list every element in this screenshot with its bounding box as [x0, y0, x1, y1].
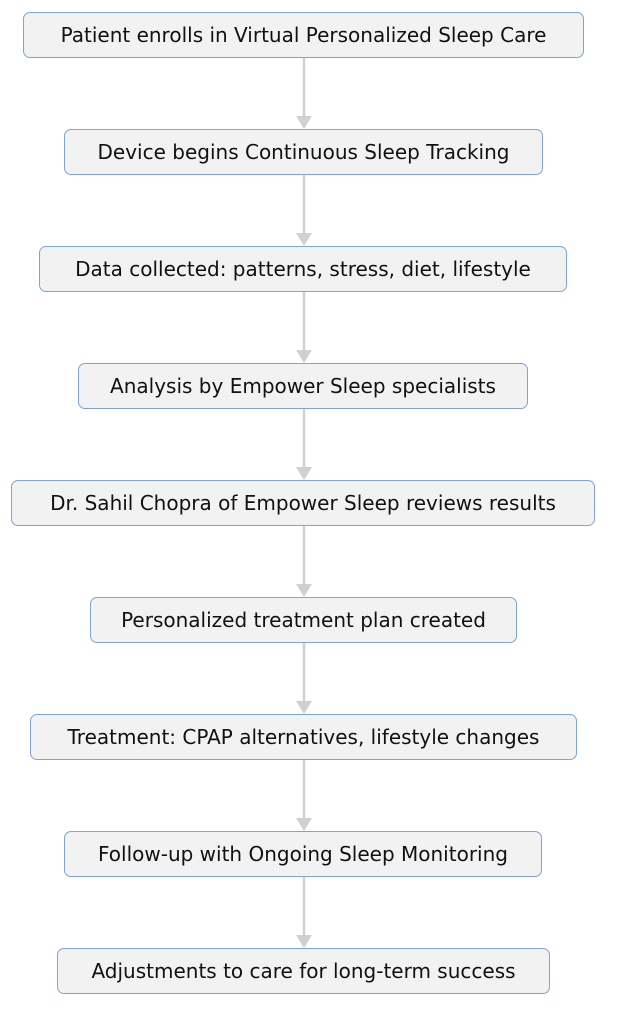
- step-label: Analysis by Empower Sleep specialists: [110, 374, 496, 398]
- step-node-2: Device begins Continuous Sleep Tracking: [64, 129, 543, 175]
- arrowhead-icon: [296, 350, 312, 363]
- step-label: Treatment: CPAP alternatives, lifestyle …: [67, 725, 540, 749]
- step-node-1: Patient enrolls in Virtual Personalized …: [23, 12, 584, 58]
- step-node-9: Adjustments to care for long-term succes…: [57, 948, 550, 994]
- arrowhead-icon: [296, 467, 312, 480]
- step-node-6: Personalized treatment plan created: [90, 597, 517, 643]
- arrowhead-icon: [296, 233, 312, 246]
- step-label: Device begins Continuous Sleep Tracking: [97, 140, 510, 164]
- step-label: Follow-up with Ongoing Sleep Monitoring: [98, 842, 508, 866]
- step-label: Patient enrolls in Virtual Personalized …: [60, 23, 547, 47]
- step-label: Data collected: patterns, stress, diet, …: [75, 257, 531, 281]
- step-label: Personalized treatment plan created: [121, 608, 486, 632]
- arrowhead-icon: [296, 116, 312, 129]
- step-label: Adjustments to care for long-term succes…: [91, 959, 516, 983]
- step-node-7: Treatment: CPAP alternatives, lifestyle …: [30, 714, 577, 760]
- arrowhead-icon: [296, 701, 312, 714]
- step-label: Dr. Sahil Chopra of Empower Sleep review…: [50, 491, 556, 515]
- step-node-8: Follow-up with Ongoing Sleep Monitoring: [64, 831, 542, 877]
- arrowhead-icon: [296, 935, 312, 948]
- step-node-4: Analysis by Empower Sleep specialists: [78, 363, 528, 409]
- arrowhead-icon: [296, 584, 312, 597]
- arrowhead-icon: [296, 818, 312, 831]
- step-node-3: Data collected: patterns, stress, diet, …: [39, 246, 567, 292]
- step-node-5: Dr. Sahil Chopra of Empower Sleep review…: [11, 480, 595, 526]
